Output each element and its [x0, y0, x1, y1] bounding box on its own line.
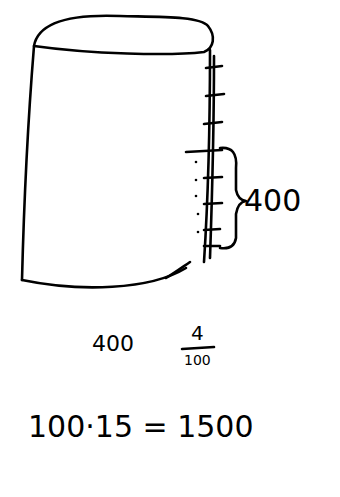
fraction-denominator: 100 — [184, 353, 211, 368]
number-note: 400 — [92, 332, 134, 356]
volume-label: 400 — [244, 184, 301, 217]
calculation: 100·15 = 1500 — [28, 410, 254, 443]
fraction-numerator: 4 — [191, 322, 204, 344]
